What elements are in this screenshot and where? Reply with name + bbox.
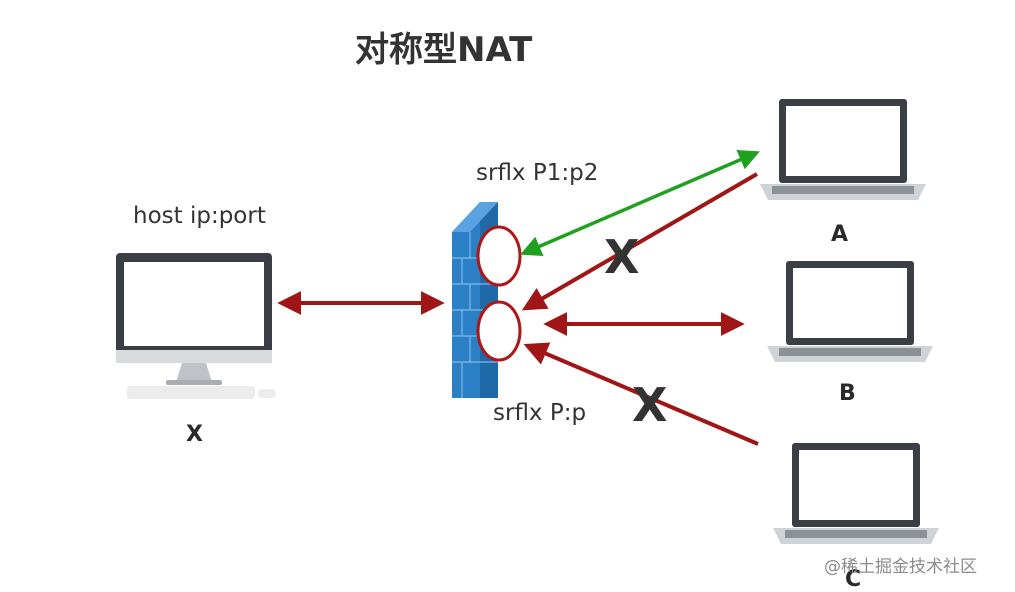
laptop-b-icon — [767, 261, 933, 362]
nat-port-bottom-label: srflx P:p — [493, 400, 587, 426]
a-to-nat-blocked-arrow — [521, 172, 759, 311]
peer-a-label: A — [831, 222, 849, 247]
blocked-mark-a: X — [604, 230, 640, 284]
host-computer-icon — [116, 253, 276, 399]
watermark-text: @稀土掘金技术社区 — [824, 557, 977, 577]
laptop-c-icon — [773, 443, 939, 544]
nat-to-a-allowed-arrow — [520, 150, 760, 256]
nat-port-top-ring — [476, 225, 522, 287]
peer-b-label: B — [839, 381, 856, 406]
c-to-nat-blocked-arrow — [523, 342, 759, 446]
nat-port-bottom-ring — [476, 300, 522, 362]
host-name-label: X — [186, 422, 203, 447]
laptop-a-icon — [760, 99, 926, 200]
host-port-label: host ip:port — [133, 203, 266, 229]
blocked-mark-c: X — [632, 378, 668, 432]
nat-port-top-label: srflx P1:p2 — [476, 160, 599, 186]
diagram-title: 对称型NAT — [355, 30, 533, 70]
peer-c-label: C — [845, 567, 862, 592]
